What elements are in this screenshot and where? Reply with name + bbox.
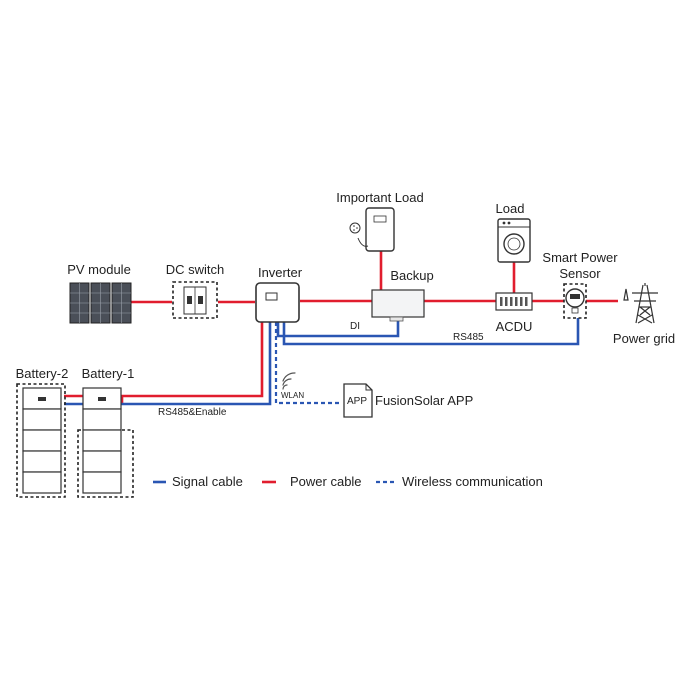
inverter-icon (255, 282, 300, 323)
important-load-label: Important Load (336, 190, 423, 205)
legend-wireless-label: Wireless communication (402, 474, 543, 489)
dc-switch-label: DC switch (166, 262, 225, 277)
load-label: Load (496, 201, 525, 216)
wlan-label: WLAN (281, 391, 304, 400)
smart-power-sensor-label-line1: Smart Power (542, 250, 618, 265)
battery-2-enclosure (16, 383, 66, 498)
dc-switch-enclosure (172, 281, 218, 319)
signal-cable-rs485 (282, 318, 580, 346)
washing-machine-icon (497, 218, 531, 263)
wireless-link-wlan (274, 322, 342, 405)
fusionsolar-app: APP FusionSolar APP (343, 383, 473, 418)
dc-switch: DC switch (166, 262, 225, 319)
water-heater-icon (349, 207, 395, 252)
pv-module: PV module (67, 262, 132, 324)
signal-cable-rs485-enable (64, 322, 272, 406)
power-grid-label: Power grid (613, 331, 675, 346)
fusionsolar-app-label: FusionSolar APP (375, 393, 473, 408)
inverter: Inverter (255, 265, 303, 323)
transmission-tower-icon (623, 283, 658, 324)
app-document-icon (343, 383, 373, 418)
distribution-board-icon (495, 292, 533, 311)
battery-stack-icon (22, 387, 62, 494)
backup-box-icon (371, 289, 425, 322)
load: Load (496, 201, 531, 263)
legend: Signal cable Power cable Wireless commun… (153, 474, 543, 489)
power-meter-icon (563, 283, 587, 319)
battery-1: Battery-1 (77, 366, 135, 498)
battery-2-label: Battery-2 (16, 366, 69, 381)
wlan: WLAN (281, 372, 304, 400)
acdu-label: ACDU (496, 319, 533, 334)
signal-cable-di (276, 318, 400, 338)
legend-power-label: Power cable (290, 474, 362, 489)
backup: Backup (371, 268, 434, 322)
smart-power-sensor: Smart Power Sensor (542, 250, 618, 319)
power-cables (64, 250, 618, 405)
power-grid: Power grid (613, 283, 675, 346)
rs485-enable-label: RS485&Enable (158, 407, 227, 418)
acdu: ACDU (495, 292, 533, 334)
di-label: DI (350, 321, 360, 332)
inverter-label: Inverter (258, 265, 303, 280)
backup-label: Backup (390, 268, 433, 283)
battery-stack-icon (82, 387, 122, 494)
app-badge-label: APP (347, 396, 367, 407)
solar-panel-icon (69, 282, 132, 324)
battery-1-label: Battery-1 (82, 366, 135, 381)
power-cable-inverter-to-battery (120, 322, 264, 405)
smart-power-sensor-label-line2: Sensor (559, 266, 601, 281)
wifi-signal-icon (282, 372, 296, 390)
important-load: Important Load (336, 190, 424, 252)
legend-signal-label: Signal cable (172, 474, 243, 489)
rs485-label: RS485 (453, 332, 484, 343)
battery-2: Battery-2 (16, 366, 69, 498)
dc-switch-icon (183, 286, 207, 315)
signal-cables (64, 318, 580, 406)
pv-module-label: PV module (67, 262, 131, 277)
